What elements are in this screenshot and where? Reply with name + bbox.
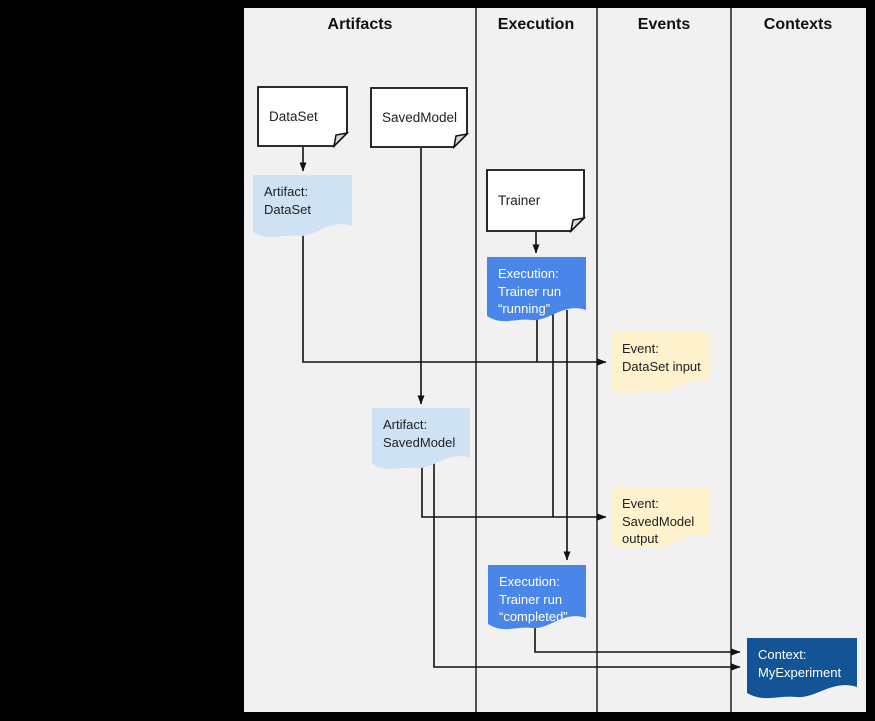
artifact-dataset-label-line: DataSet (264, 201, 311, 217)
dataset-doc-label: DataSet (257, 86, 348, 147)
execution-completed-label-line: Trainer run (499, 591, 563, 607)
column-header-execution: Execution (497, 16, 575, 33)
node-event-dataset-input: Event: DataSet input (611, 332, 710, 398)
event-savedmodel-output-label-line: SavedModel (622, 513, 695, 529)
execution-running-label: Execution: Trainer run “running” (487, 257, 586, 318)
folded-corner-icon (569, 216, 587, 234)
context-myexperiment-label-line: Context: (758, 647, 807, 662)
node-savedmodel-doc: SavedModel (370, 87, 470, 150)
trainer-doc-label-text: Trainer (498, 192, 541, 208)
artifact-dataset-shape (253, 175, 352, 238)
event-dataset-input-shape (611, 332, 710, 394)
event-dataset-input-label-line: Event: (622, 341, 659, 356)
node-artifact-savedmodel: Artifact: SavedModel (372, 408, 470, 474)
event-savedmodel-output-label-line: Event: (622, 496, 659, 511)
node-context-myexperiment: Context: MyExperiment (747, 638, 857, 703)
artifact-dataset-label-line: Artifact: (264, 184, 309, 199)
folded-corner-icon (452, 132, 470, 150)
artifact-savedmodel-label-line: SavedModel (383, 434, 456, 450)
column-header-events: Events (637, 16, 691, 33)
node-event-savedmodel-output: Event: SavedModel output (611, 487, 710, 553)
trainer-doc-label: Trainer (486, 169, 585, 232)
context-myexperiment-label: Context: MyExperiment (747, 638, 857, 681)
event-dataset-input-label-line: DataSet input (622, 358, 701, 374)
execution-completed-label: Execution: Trainer run “completed” (488, 565, 586, 626)
event-savedmodel-output-label-line: output (622, 531, 659, 546)
event-savedmodel-output-shape (611, 487, 710, 549)
dataset-doc-shape (257, 86, 350, 149)
artifact-dataset-label: Artifact: DataSet (253, 175, 352, 218)
node-trainer-doc: Trainer (486, 169, 587, 234)
column-header-contexts: Contexts (763, 16, 833, 33)
event-dataset-input-label: Event: DataSet input (611, 332, 710, 375)
artifact-savedmodel-label-line: Artifact: (383, 417, 428, 432)
execution-running-shape (487, 257, 586, 322)
node-artifact-dataset: Artifact: DataSet (253, 175, 352, 242)
trainer-doc-shape (486, 169, 587, 234)
savedmodel-doc-shape (370, 87, 470, 150)
execution-running-label-line: Execution: (498, 266, 559, 281)
execution-running-label-line: “running” (498, 301, 551, 316)
savedmodel-doc-label: SavedModel (370, 87, 468, 148)
node-execution-running: Execution: Trainer run “running” (487, 257, 586, 326)
context-myexperiment-shape (747, 638, 857, 699)
column-header-artifacts: Artifacts (327, 16, 393, 33)
execution-running-label-line: Trainer run (498, 283, 562, 299)
event-savedmodel-output-label: Event: SavedModel output (611, 487, 710, 548)
context-myexperiment-label-line: MyExperiment (758, 664, 842, 680)
execution-completed-shape (488, 565, 586, 630)
node-dataset-doc: DataSet (257, 86, 350, 149)
folded-corner-icon (332, 131, 350, 149)
execution-completed-label-line: Execution: (499, 574, 560, 589)
dataset-doc-label-text: DataSet (269, 108, 318, 124)
node-execution-completed: Execution: Trainer run “completed” (488, 565, 586, 634)
artifact-savedmodel-label: Artifact: SavedModel (372, 408, 470, 451)
execution-completed-label-line: “completed” (499, 609, 568, 624)
artifact-savedmodel-shape (372, 408, 470, 470)
savedmodel-doc-label-text: SavedModel (382, 109, 458, 125)
